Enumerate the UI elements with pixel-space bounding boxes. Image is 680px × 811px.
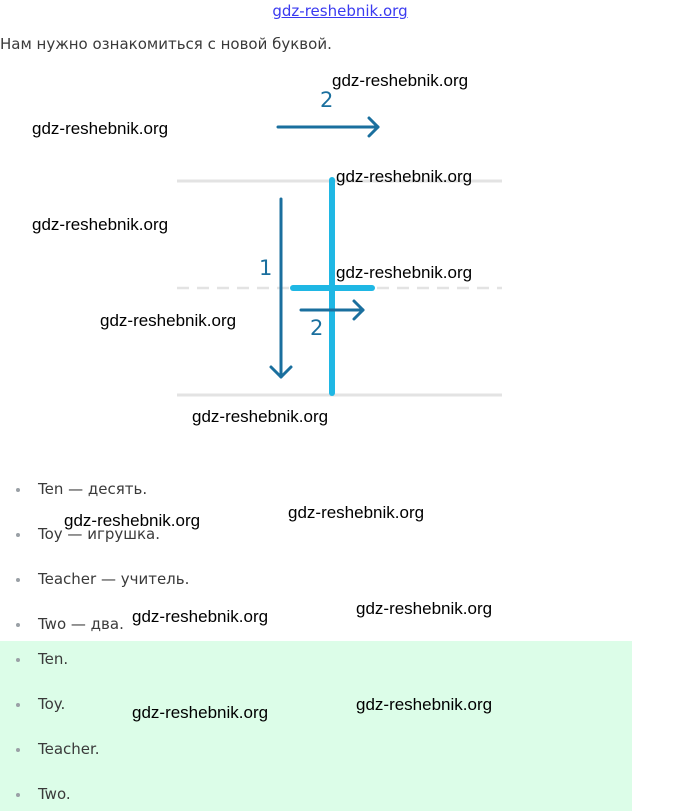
watermark: gdz-reshebnik.org xyxy=(192,407,329,426)
bullet-icon xyxy=(16,657,20,662)
stroke-label-1: 1 xyxy=(259,256,272,280)
watermark: gdz-reshebnik.org xyxy=(336,263,473,282)
answer-item: Teacher. xyxy=(16,740,100,758)
bullet-icon xyxy=(16,792,20,797)
watermark: gdz-reshebnik.org xyxy=(332,71,469,90)
list-item: Ten — десять. xyxy=(16,480,147,498)
site-header-link[interactable]: gdz-reshebnik.org xyxy=(272,2,408,20)
arrow-down-icon xyxy=(269,197,293,379)
arrow-right-top-icon xyxy=(276,116,380,138)
watermark: gdz-reshebnik.org xyxy=(32,119,169,138)
watermark: gdz-reshebnik.org xyxy=(100,311,237,330)
answer-item: Two. xyxy=(16,785,71,803)
watermark: gdz-reshebnik.org xyxy=(32,215,169,234)
list-item: Toy — игрушка. xyxy=(16,525,160,543)
watermark: gdz-reshebnik.org xyxy=(64,511,201,530)
bullet-icon xyxy=(16,747,20,752)
bullet-icon xyxy=(16,532,20,537)
stroke-label-2: 2 xyxy=(310,316,323,340)
letter-t-diagram: 2 1 2 xyxy=(177,88,502,397)
answer-item: Toy. xyxy=(16,695,65,713)
list-item: Two — два. xyxy=(16,615,124,633)
watermark: gdz-reshebnik.org xyxy=(356,599,493,618)
watermark: gdz-reshebnik.org xyxy=(336,167,473,186)
list-item: Teacher — учитель. xyxy=(16,570,189,588)
bullet-icon xyxy=(16,487,20,492)
bullet-icon xyxy=(16,577,20,582)
watermark: gdz-reshebnik.org xyxy=(132,607,269,626)
answer-item: Ten. xyxy=(16,650,68,668)
intro-text: Нам нужно ознакомиться с новой буквой. xyxy=(0,35,332,53)
stroke-label-2-top: 2 xyxy=(320,88,333,112)
bullet-icon xyxy=(16,702,20,707)
watermark: gdz-reshebnik.org xyxy=(356,695,493,714)
bullet-icon xyxy=(16,622,20,627)
arrow-right-icon xyxy=(299,299,365,321)
watermark: gdz-reshebnik.org xyxy=(288,503,425,522)
answer-highlight xyxy=(0,641,632,811)
watermark: gdz-reshebnik.org xyxy=(132,703,269,722)
